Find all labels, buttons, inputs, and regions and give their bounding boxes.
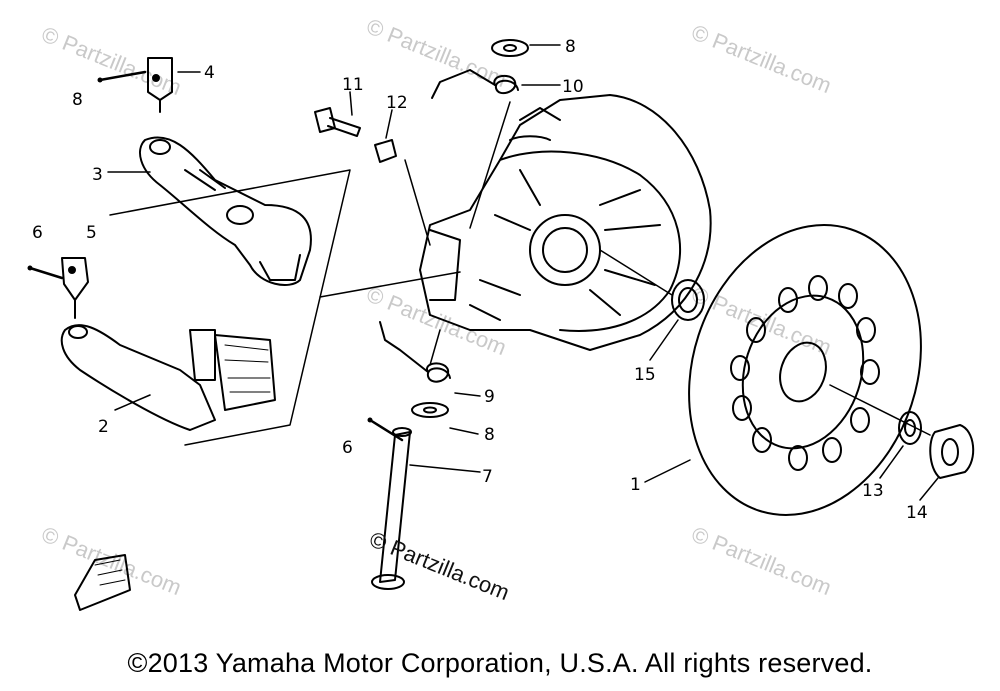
part-11-bolt [314,107,361,137]
part-13-ring [898,411,922,445]
watermarks: © Partzilla.com © Partzilla.com © Partzi… [38,13,835,600]
callout-4: 4 [204,63,215,83]
part-9-spring [379,321,451,383]
callout-1: 1 [630,475,641,495]
callout-15: 15 [634,365,656,385]
part-10-spring [431,69,519,99]
callout-8c: 8 [484,425,495,445]
part-6-pin-lower [368,418,404,442]
part-3-upper-arm [139,136,312,286]
callout-labels: 1 2 3 4 5 6 6 7 8 8 8 9 10 11 12 13 14 1… [32,37,928,523]
brake-pad [214,334,276,411]
callout-6a: 6 [32,223,43,243]
part-2-lower-arm [60,324,276,431]
part-5-clip [61,257,89,319]
callout-9: 9 [484,387,495,407]
callout-14: 14 [906,503,928,523]
part-4-clip [147,57,173,113]
callout-2: 2 [98,417,109,437]
part-8-pin [98,70,147,82]
caliper-housing [419,94,712,351]
part-7-shaft [371,427,412,590]
part-8-washer-lower [411,402,449,418]
assembly-frame [109,169,351,446]
watermark-center: © Partzilla.com [366,526,513,605]
pin-tips [27,77,373,423]
watermark: © Partzilla.com [363,281,510,360]
callout-12: 12 [386,93,408,113]
callout-8b: 8 [565,37,576,57]
watermark: © Partzilla.com [38,21,185,100]
callout-3: 3 [92,165,103,185]
part-14-bearing [929,424,975,479]
part-12-nut [374,139,397,163]
watermark: © Partzilla.com [688,19,835,98]
callout-8a: 8 [72,90,83,110]
part-15-ring [671,279,705,321]
watermark: © Partzilla.com [38,521,185,600]
part-1-disc [688,224,922,516]
watermark: © Partzilla.com [688,521,835,600]
callout-6b: 6 [342,438,353,458]
part-6-pin [28,266,64,280]
callout-11: 11 [342,75,364,95]
leader-to-housing [319,271,461,298]
callout-7: 7 [482,467,493,487]
copyright-notice: ©2013 Yamaha Motor Corporation, U.S.A. A… [127,648,873,678]
callout-10: 10 [562,77,584,97]
part-8-washer-top [491,39,529,57]
callout-5: 5 [86,223,97,243]
callout-13: 13 [862,481,884,501]
part-bracket-detail [74,554,131,611]
